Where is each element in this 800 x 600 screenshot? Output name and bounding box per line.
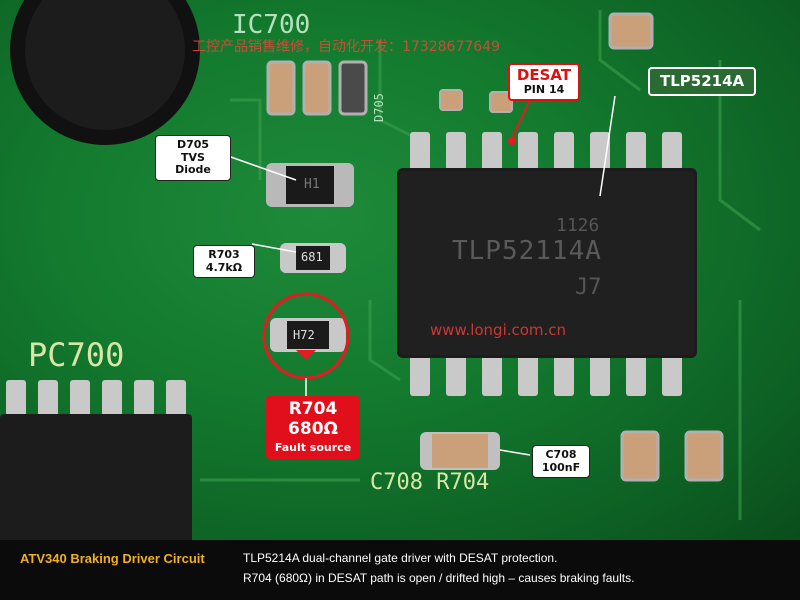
- pcb-photo: 1126 TLP52114A J7 681 H72 H1 IC700 PC700…: [0, 0, 800, 540]
- watermark-url: www.longi.com.cn: [430, 321, 567, 339]
- callout-c708-subtitle: 100nF: [541, 460, 581, 474]
- desat-leader-line: [511, 99, 531, 139]
- silk-c708-r704: C708 R704: [370, 470, 490, 495]
- callout-r704-title: R704: [288, 399, 338, 419]
- callout-desat-title: DESAT: [516, 66, 572, 84]
- callout-d705-title: D705: [176, 138, 210, 151]
- callout-desat-subtitle: PIN 14: [523, 83, 565, 97]
- callout-leader-lines: [227, 95, 616, 456]
- d705-marking: H1: [304, 177, 320, 192]
- callout-r703: R703 4.7kΩ: [193, 245, 255, 279]
- r704-arrow: [296, 350, 316, 360]
- r704-resistor: [262, 292, 350, 380]
- callout-tlp5214a: TLP5214A: [648, 67, 757, 97]
- r704-marking: H72: [293, 328, 315, 342]
- chip-pins-top: [410, 132, 682, 170]
- callout-r703-title: R703: [208, 248, 240, 261]
- callout-r703-subtitle: 4.7kΩ: [205, 260, 243, 274]
- callout-c708-title: C708: [545, 448, 577, 461]
- caption-bar: ATV340 Braking Driver Circuit TLP5214A d…: [0, 540, 800, 600]
- caption-line-2: R704 (680Ω) in DESAT path is open / drif…: [243, 571, 635, 585]
- desat-pin-marker: [508, 137, 516, 145]
- callout-d705: D705 TVS Diode: [155, 135, 231, 181]
- callout-d705-subtitle: TVS Diode: [175, 150, 211, 177]
- r703-resistor: [280, 243, 346, 273]
- chip-date-code: 1126: [556, 215, 600, 236]
- callout-r704-note: Fault source: [274, 441, 352, 455]
- pcb-traces: [200, 10, 761, 520]
- silk-pc700: PC700: [28, 336, 125, 374]
- watermark-contact: 工控产品销售维修，自动化开发：17328677649: [192, 39, 500, 55]
- chip-suffix: J7: [575, 275, 602, 300]
- ic700-capacitors: [266, 60, 368, 116]
- pcb-board-illustration: [0, 0, 761, 540]
- r703-marking: 681: [301, 250, 323, 264]
- callout-r704: R704 680Ω Fault source: [266, 396, 360, 459]
- silk-d705-vertical: D705: [372, 93, 386, 122]
- callout-c708: C708 100nF: [532, 445, 590, 479]
- c708-capacitor: [420, 432, 500, 470]
- d705-tvs-diode: [266, 163, 354, 207]
- chip-part-marking: TLP52114A: [452, 236, 602, 266]
- caption-title: ATV340 Braking Driver Circuit: [20, 551, 205, 566]
- right-capacitors: [439, 12, 724, 482]
- silk-ic700: IC700: [232, 10, 311, 40]
- pc700-chip: [0, 380, 192, 540]
- chip-pins-bottom: [410, 354, 682, 396]
- caption-line-1: TLP5214A dual-channel gate driver with D…: [243, 551, 558, 565]
- callout-r704-value: 680Ω: [288, 418, 338, 439]
- callout-desat: DESAT PIN 14: [508, 63, 580, 101]
